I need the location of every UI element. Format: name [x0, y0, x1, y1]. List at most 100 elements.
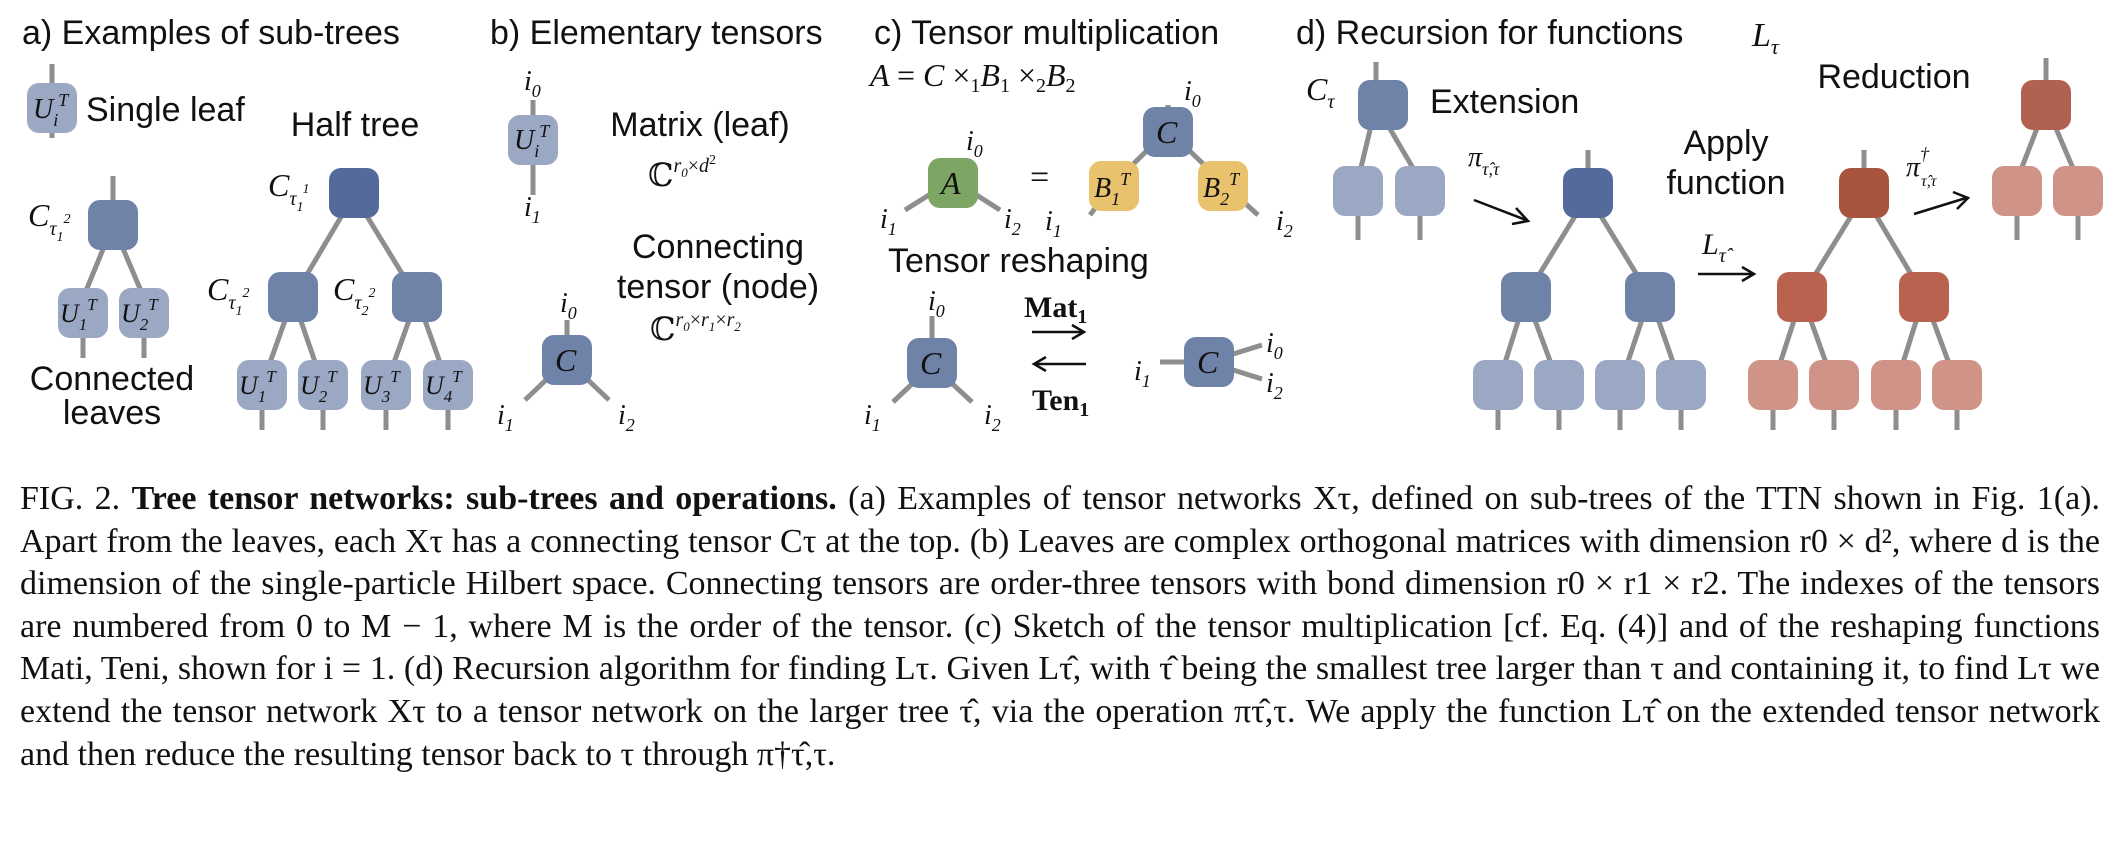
half-tree-label: Half tree: [291, 106, 420, 144]
connected-leaves-label-1: Connected: [30, 360, 194, 398]
svg-text:i1: i1: [864, 400, 881, 435]
red-small-root: [2021, 80, 2071, 130]
connecting-label-1: Connecting: [632, 228, 804, 266]
svg-text:i0: i0: [928, 286, 945, 321]
svg-text:=: =: [1030, 159, 1049, 196]
ext-tree-leaf-3: [1595, 360, 1645, 410]
svg-text:i1: i1: [1045, 206, 1062, 241]
reshape-tensor-right: [1184, 337, 1234, 387]
ext-tree-leaf-4: [1656, 360, 1706, 410]
svg-text:i2: i2: [984, 400, 1001, 435]
svg-text:i2: i2: [1004, 204, 1021, 239]
half-tree-leaf-1: [237, 360, 287, 410]
red-tree-leaf-2: [1809, 360, 1859, 410]
svg-text:i2: i2: [618, 400, 635, 435]
reshaping-label: Tensor reshaping: [888, 242, 1149, 280]
connected-leaf-2: [119, 288, 169, 338]
svg-text:Cτ: Cτ: [1306, 71, 1335, 113]
svg-text:Cτ12: Cτ12: [28, 197, 71, 245]
ten-operator: Ten1: [1032, 384, 1089, 421]
red-tree-leaf-3: [1871, 360, 1921, 410]
red-tree-node-left: [1777, 272, 1827, 322]
connecting-dimension: ℂr0×r1×r2: [650, 309, 741, 347]
connecting-tensor: [542, 335, 592, 385]
svg-text:C: C: [1156, 114, 1178, 150]
svg-text:Cτ12: Cτ12: [207, 271, 250, 319]
connecting-label-2: tensor (node): [617, 268, 819, 306]
svg-text:π†τ̂,τ: π†τ̂,τ: [1906, 144, 1938, 190]
apply-label-1: Apply: [1683, 124, 1768, 162]
panel-d-title: d) Recursion for functions: [1296, 14, 1683, 52]
half-tree-root: [329, 168, 379, 218]
svg-text:πτ̂,τ: πτ̂,τ: [1468, 142, 1500, 179]
panel-d: Cτ Extension πτ̂,τ Apply f: [1306, 58, 2103, 430]
half-tree-node-left: [268, 272, 318, 322]
ext-tree-leaf-1: [1473, 360, 1523, 410]
panel-b-title: b) Elementary tensors: [490, 14, 823, 52]
svg-text:i2: i2: [1266, 368, 1283, 403]
svg-text:C: C: [555, 342, 577, 378]
ext-root: [1358, 80, 1408, 130]
ext-leaf-1: [1333, 166, 1383, 216]
ext-tree-root: [1563, 168, 1613, 218]
panel-c: A = C ×1B1 ×2B2 i0 A i1 i2 = i0 C B1T B2…: [864, 57, 1293, 435]
panel-b: i0 UiT i1 Matrix (leaf) ℂr0×d2 i0 C i1 i…: [497, 66, 819, 435]
caption-body: (a) Examples of tensor networks Xτ, defi…: [20, 480, 2101, 773]
tensor-a: [928, 158, 978, 208]
tensor-b2: [1198, 161, 1248, 211]
single-leaf-label: Single leaf: [86, 91, 245, 129]
connected-leaves-node: [88, 200, 138, 250]
svg-text:i2: i2: [1276, 206, 1293, 241]
half-tree-leaf-4: [423, 360, 473, 410]
svg-text:i1: i1: [497, 400, 514, 435]
svg-text:i1: i1: [1134, 356, 1151, 391]
matrix-dimension: ℂr0×d2: [648, 153, 716, 193]
svg-text:i1: i1: [880, 204, 897, 239]
svg-text:i0: i0: [560, 288, 577, 323]
reduction-label: Reduction: [1817, 58, 1970, 96]
svg-text:Lτ̂: Lτ̂: [1701, 228, 1734, 267]
figure: a) Examples of sub-trees b) Elementary t…: [22, 14, 2103, 435]
l-tau-title: Lτ: [1751, 17, 1780, 59]
red-small-leaf-1: [1992, 166, 2042, 216]
half-tree-leaf-3: [361, 360, 411, 410]
matrix-leaf-tensor: [508, 115, 558, 165]
red-tree-leaf-4: [1932, 360, 1982, 410]
red-tree-leaf-1: [1748, 360, 1798, 410]
svg-text:i0: i0: [524, 66, 541, 101]
connected-leaves-label-2: leaves: [63, 394, 161, 432]
caption-title: Tree tensor networks: sub-trees and oper…: [131, 480, 837, 517]
matrix-leaf-label: Matrix (leaf): [610, 106, 789, 144]
svg-text:A: A: [939, 165, 961, 201]
svg-text:i0: i0: [1184, 76, 1201, 111]
apply-label-2: function: [1666, 164, 1785, 202]
svg-text:C: C: [1197, 344, 1219, 380]
connected-leaf-1: [58, 288, 108, 338]
red-tree-node-right: [1899, 272, 1949, 322]
red-tree-root: [1839, 168, 1889, 218]
tensor-c-multiplication: [1143, 107, 1193, 157]
figure-caption: FIG. 2. Tree tensor networks: sub-trees …: [20, 478, 2100, 776]
ext-tree-node-right: [1625, 272, 1675, 322]
ext-tree-node-left: [1501, 272, 1551, 322]
svg-text:i1: i1: [524, 192, 541, 227]
svg-text:Cτ11: Cτ11: [268, 167, 309, 215]
single-leaf-tensor: [27, 83, 77, 133]
reshape-tensor-left: [907, 338, 957, 388]
panel-a: UiT Single leaf U1T U2T Cτ12 Connected l…: [27, 64, 473, 432]
ext-leaf-2: [1395, 166, 1445, 216]
svg-text:C: C: [920, 345, 942, 381]
panel-a-title: a) Examples of sub-trees: [22, 14, 400, 52]
mat-operator: Mat1: [1024, 291, 1087, 328]
red-small-leaf-2: [2053, 166, 2103, 216]
svg-text:i0: i0: [966, 126, 983, 161]
panel-c-title: c) Tensor multiplication: [874, 14, 1219, 52]
half-tree-node-right: [392, 272, 442, 322]
multiplication-equation: A = C ×1B1 ×2B2: [868, 57, 1076, 97]
svg-text:Cτ22: Cτ22: [333, 271, 376, 319]
tensor-b1: [1089, 161, 1139, 211]
caption-label: FIG. 2.: [20, 480, 121, 517]
svg-text:i0: i0: [1266, 328, 1283, 363]
extension-label: Extension: [1430, 83, 1579, 121]
ext-tree-leaf-2: [1534, 360, 1584, 410]
